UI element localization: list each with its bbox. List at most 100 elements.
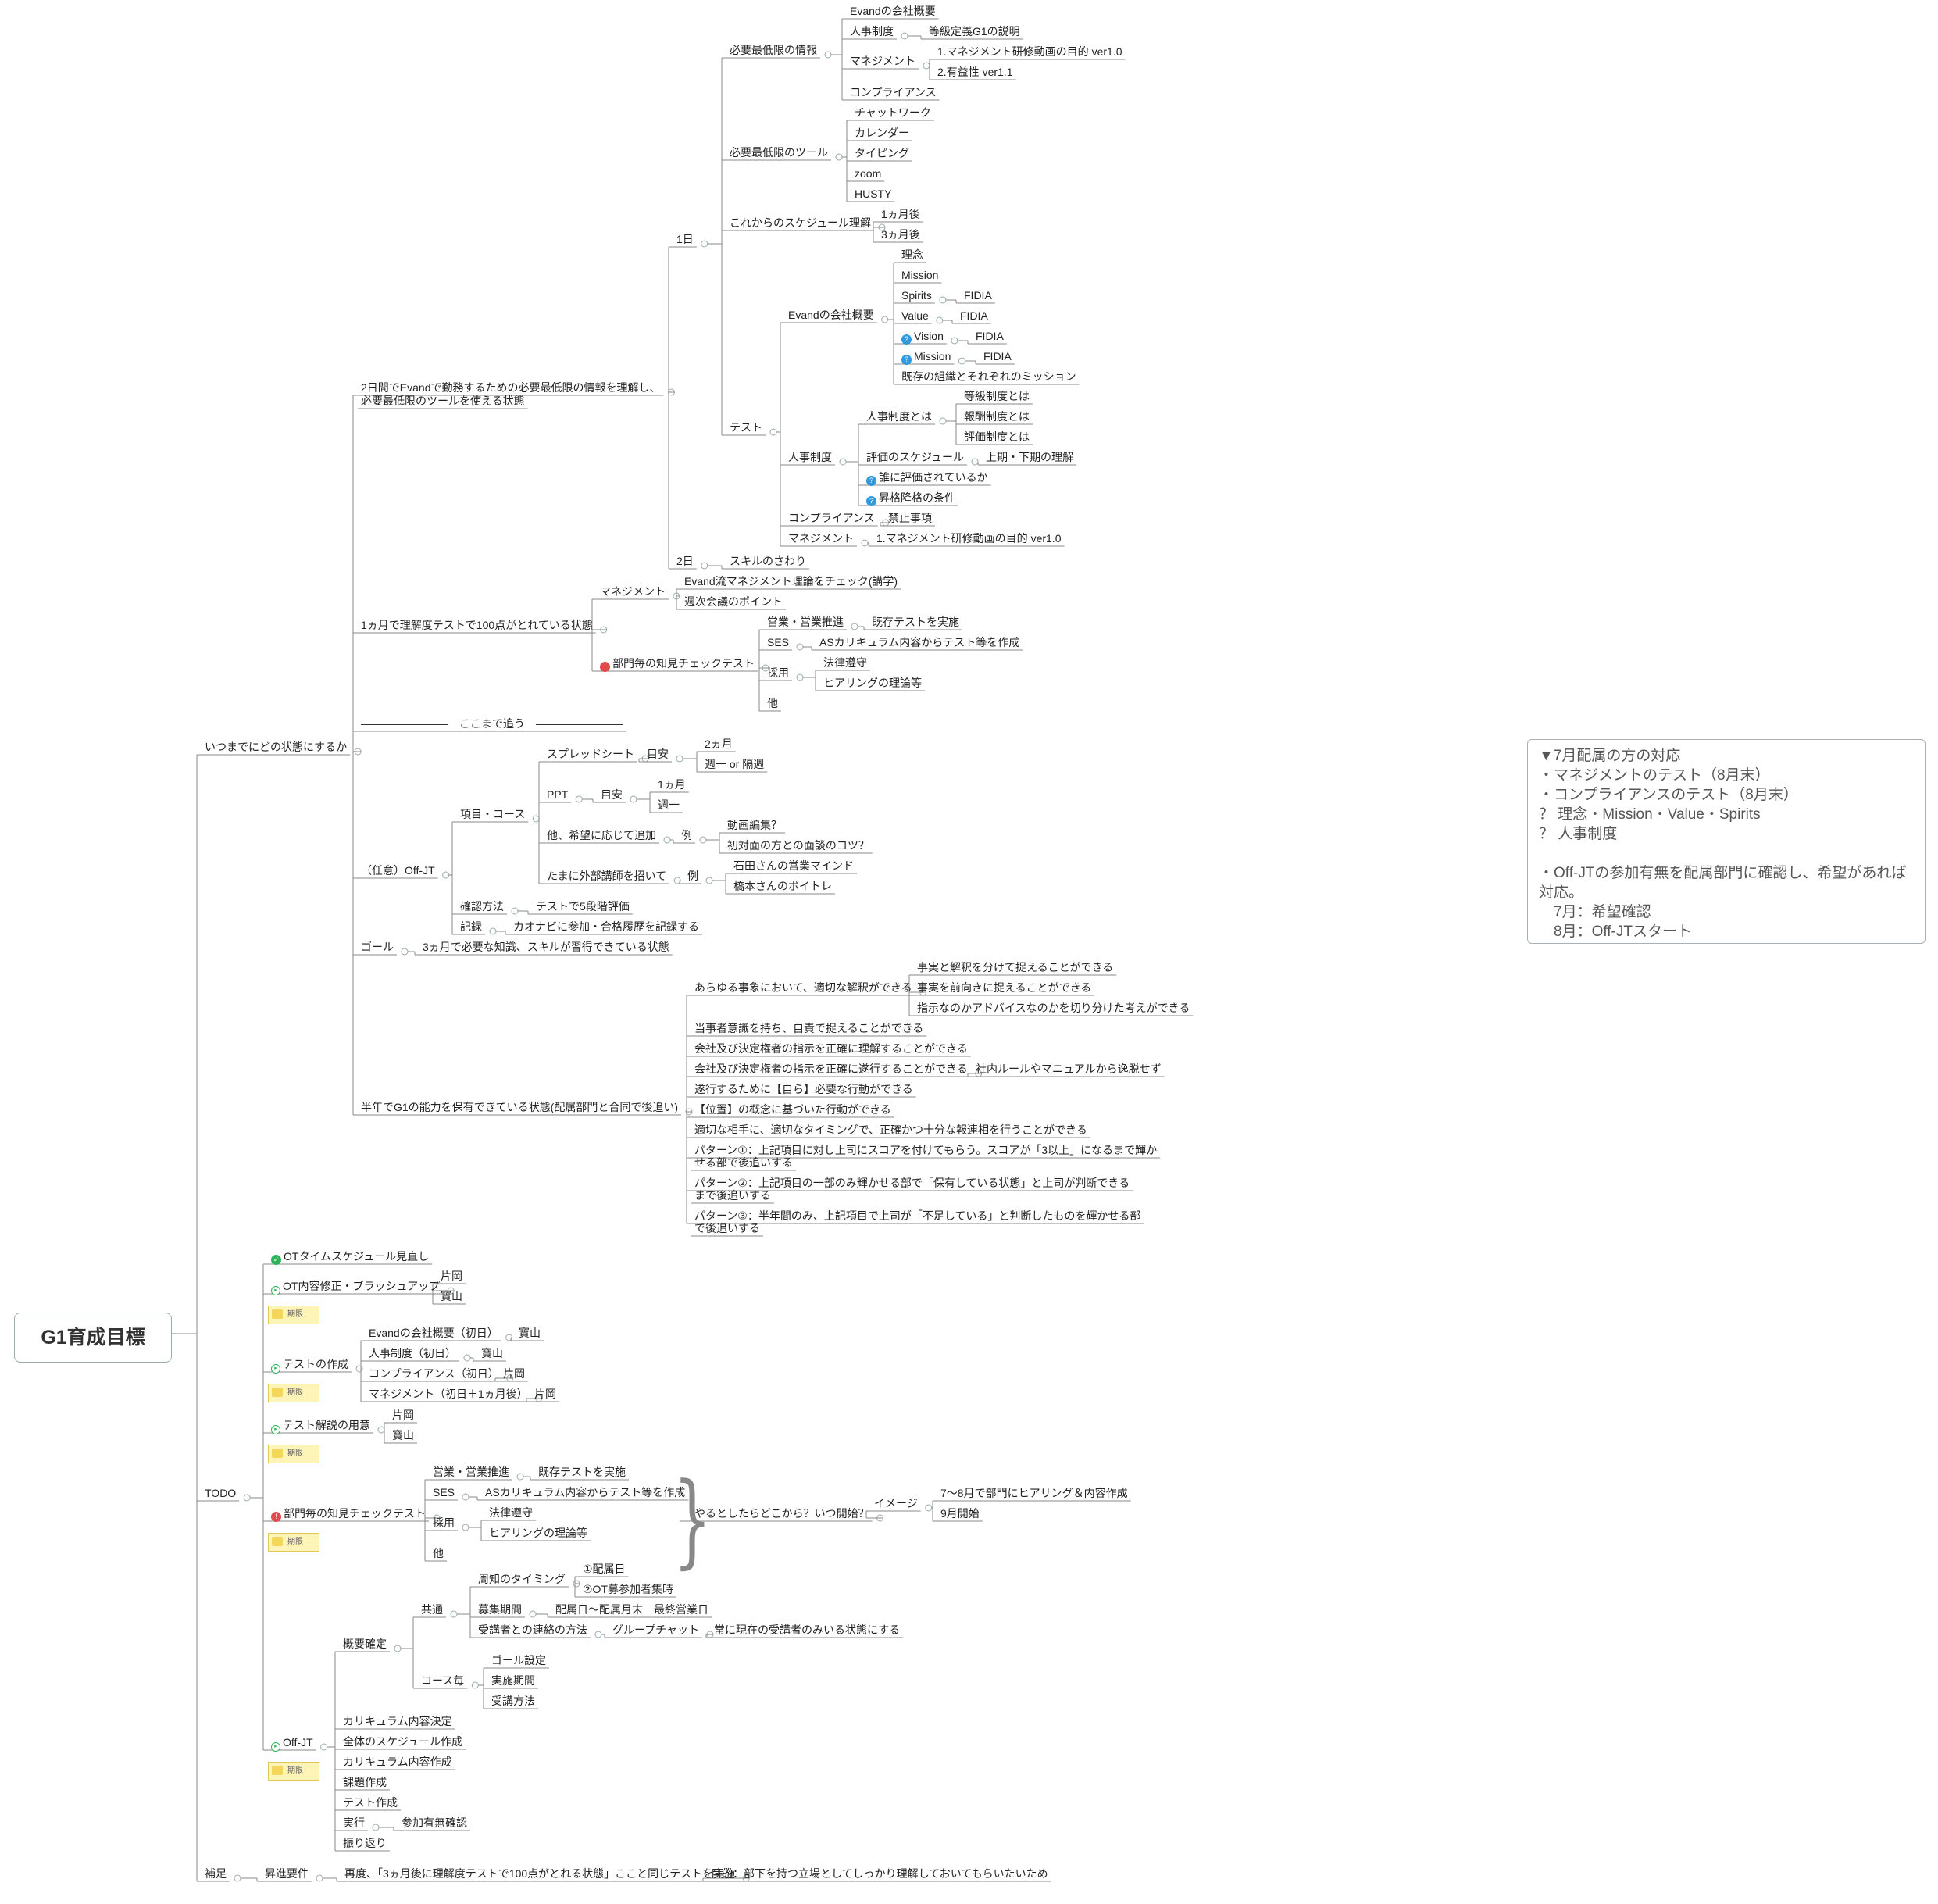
topic-t5s2[interactable]: 7～8月で部門にヒアリング＆内容作成 — [937, 1487, 1131, 1499]
topic-t6e[interactable]: 課題作成 — [340, 1776, 390, 1788]
topic-t3d[interactable]: マネジメント（初日＋1ヵ月後） — [366, 1388, 531, 1400]
deadline-tag[interactable]: 期限 — [268, 1306, 319, 1324]
topic-t3b1[interactable]: 寶山 — [478, 1347, 506, 1359]
topic-g18[interactable]: 週一 or 隔週 — [701, 758, 767, 770]
topic-d17b[interactable]: まで後追いする — [691, 1189, 774, 1202]
topic-d4[interactable]: !部門毎の知見チェックテスト — [597, 657, 758, 672]
topic-f6[interactable]: カレンダー — [851, 127, 912, 139]
topic-e14[interactable]: 他、希望に応じて追加 — [544, 829, 659, 841]
topic-d17a[interactable]: パターン②：上記項目の一部のみ輝かせる部で「保有している状態」と上司が判断できる — [691, 1177, 1133, 1189]
topic-g8[interactable]: ?Vision — [898, 330, 947, 345]
topic-e20[interactable]: 指示なのかアドバイスなのかを切り分けた考えができる — [914, 1002, 1193, 1014]
topic-f20[interactable]: 目安 — [644, 748, 672, 760]
topic-t3d1[interactable]: 片岡 — [531, 1388, 559, 1400]
topic-t5c2[interactable]: ヒアリングの理論等 — [486, 1527, 591, 1539]
topic-f18[interactable]: 法律遵守 — [820, 656, 870, 669]
topic-f22[interactable]: 例 — [678, 829, 695, 841]
topic-d2[interactable]: 2日 — [673, 555, 697, 567]
topic-t6b[interactable]: カリキュラム内容決定 — [340, 1715, 455, 1727]
topic-e2[interactable]: 必要最低限のツール — [726, 146, 831, 159]
topic-t5d[interactable]: 他 — [430, 1547, 447, 1559]
topic-t2[interactable]: ▸OT内容修正・ブラッシュアップ — [268, 1280, 443, 1295]
topic-g10[interactable]: 既存の組織とそれぞれのミッション — [898, 370, 1080, 383]
topic-t3b[interactable]: 人事制度（初日） — [366, 1347, 459, 1359]
topic-t6a132[interactable]: 常に現在の受講者のみいる状態にする — [711, 1624, 903, 1636]
topic-f15[interactable]: マネジメント — [785, 532, 857, 545]
topic-h4[interactable]: FIDIA — [980, 350, 1015, 363]
topic-t6a131[interactable]: グループチャット — [609, 1624, 702, 1636]
topic-g19[interactable]: 1ヵ月 — [655, 778, 689, 791]
topic-c3[interactable]: ―――――――― ここまで追う ―――――――― — [358, 717, 626, 730]
topic-c6[interactable]: 半年でG1の能力を保有できている状態(配属部門と合同で後追い) — [358, 1101, 681, 1113]
topic-g21[interactable]: 動画編集？ — [724, 819, 785, 831]
topic-d18a[interactable]: パターン③：半年間のみ、上記項目で上司が「不足している」と判断したものを輝かせる… — [691, 1209, 1144, 1222]
topic-d8[interactable]: 3ヵ月で必要な知識、スキルが習得できている状態 — [419, 941, 673, 953]
topic-e9[interactable]: SES — [764, 636, 792, 648]
topic-h6[interactable]: 報酬制度とは — [961, 410, 1033, 423]
topic-f3[interactable]: マネジメント — [847, 55, 919, 67]
topic-b3[interactable]: 補足 — [202, 1867, 230, 1880]
topic-t5b[interactable]: SES — [430, 1486, 458, 1499]
topic-e18[interactable]: 事実と解釈を分けて捉えることができる — [914, 961, 1116, 973]
topic-t5c1[interactable]: 法律遵守 — [486, 1506, 536, 1519]
topic-d1[interactable]: 1日 — [673, 233, 697, 245]
topic-s2[interactable]: 再度、「3ヵ月後に理解度テストで100点がとれる状態」ここと同じテストを実施 — [341, 1867, 738, 1880]
topic-g3[interactable]: 2.有益性 ver1.1 — [934, 66, 1015, 78]
topic-t6a[interactable]: 概要確定 — [340, 1638, 390, 1650]
topic-d16a[interactable]: パターン①：上記項目に対し上司にスコアを付けてもらう。スコアが「3以上」になるま… — [691, 1144, 1160, 1156]
topic-d14[interactable]: 【位置】の概念に基づいた行動ができる — [691, 1103, 894, 1116]
topic-h1[interactable]: FIDIA — [961, 289, 995, 302]
topic-t6a2[interactable]: コース毎 — [418, 1674, 467, 1687]
deadline-tag[interactable]: 期限 — [268, 1762, 319, 1781]
topic-h3[interactable]: FIDIA — [973, 330, 1007, 342]
topic-g1[interactable]: 等級定義G1の説明 — [926, 25, 1023, 38]
topic-t6a11[interactable]: 周知のタイミング — [475, 1573, 569, 1585]
topic-t3[interactable]: ▸テストの作成 — [268, 1358, 352, 1374]
topic-g6[interactable]: Spirits — [898, 289, 935, 302]
topic-d12[interactable]: 会社及び決定権者の指示を正確に遂行することができる — [691, 1063, 971, 1075]
topic-f19[interactable]: ヒアリングの理論等 — [820, 677, 925, 689]
topic-g23[interactable]: 石田さんの営業マインド — [730, 859, 857, 872]
topic-t6a21[interactable]: ゴール設定 — [488, 1654, 549, 1666]
topic-t3a[interactable]: Evandの会社概要（初日） — [366, 1327, 501, 1339]
deadline-tag[interactable]: 期限 — [268, 1533, 319, 1552]
topic-f1[interactable]: Evandの会社概要 — [847, 5, 939, 17]
topic-h2[interactable]: FIDIA — [957, 309, 991, 322]
topic-f10[interactable]: 1ヵ月後 — [878, 208, 923, 220]
topic-e8[interactable]: 営業・営業推進 — [764, 616, 847, 628]
topic-t2a[interactable]: 片岡 — [437, 1270, 466, 1282]
topic-t6a13[interactable]: 受講者との連絡の方法 — [475, 1624, 591, 1636]
topic-g17[interactable]: 2ヵ月 — [701, 738, 736, 750]
topic-t1[interactable]: ✓OTタイムスケジュール見直し — [268, 1250, 432, 1265]
topic-t4[interactable]: ▸テスト解説の用意 — [268, 1419, 373, 1434]
topic-b2[interactable]: TODO — [202, 1487, 239, 1499]
topic-t6a1[interactable]: 共通 — [418, 1603, 446, 1616]
topic-f4[interactable]: コンプライアンス — [847, 86, 940, 98]
topic-c4[interactable]: （任意）Off-JT — [358, 864, 438, 877]
topic-t4a[interactable]: 片岡 — [389, 1409, 417, 1421]
topic-f11[interactable]: 3ヵ月後 — [878, 228, 923, 241]
topic-d15[interactable]: 適切な相手に、適切なタイミングで、正確かつ十分な報連相を行うことができる — [691, 1123, 1090, 1136]
topic-f14[interactable]: コンプライアンス — [785, 512, 878, 524]
topic-t4b[interactable]: 寶山 — [389, 1429, 417, 1441]
topic-t6h[interactable]: 振り返り — [340, 1837, 390, 1849]
topic-h8[interactable]: 上期・下期の理解 — [983, 451, 1076, 463]
topic-f13[interactable]: 人事制度 — [785, 451, 835, 463]
topic-d10[interactable]: 当事者意識を持ち、自責で捉えることができる — [691, 1022, 926, 1034]
topic-e10[interactable]: 採用 — [764, 666, 792, 679]
topic-f17[interactable]: ASカリキュラム内容からテスト等を作成 — [816, 636, 1023, 648]
topic-e6[interactable]: Evand流マネジメント理論をチェック(講学) — [681, 575, 901, 588]
topic-f16[interactable]: 既存テストを実施 — [869, 616, 962, 628]
topic-c5[interactable]: ゴール — [358, 941, 397, 953]
topic-t6a111[interactable]: ①配属日 — [580, 1563, 629, 1575]
topic-f9[interactable]: HUSTY — [851, 188, 894, 200]
topic-g22[interactable]: 初対面の方との面談のコツ？ — [724, 839, 873, 852]
deadline-tag[interactable]: 期限 — [268, 1384, 319, 1402]
topic-d5[interactable]: 項目・コース — [457, 808, 528, 820]
topic-s3[interactable]: 目的：部下を持つ立場としてしっかり理解しておいてもらいたいため — [708, 1867, 1051, 1880]
topic-t6a112[interactable]: ②OT募参加者集時 — [580, 1583, 676, 1595]
topic-g24[interactable]: 橋本さんのポイトレ — [730, 880, 835, 892]
topic-d7[interactable]: 記録 — [457, 920, 485, 933]
topic-g14[interactable]: ?昇格降格の条件 — [863, 491, 958, 506]
topic-b1[interactable]: いつまでにどの状態にするか — [202, 741, 350, 753]
